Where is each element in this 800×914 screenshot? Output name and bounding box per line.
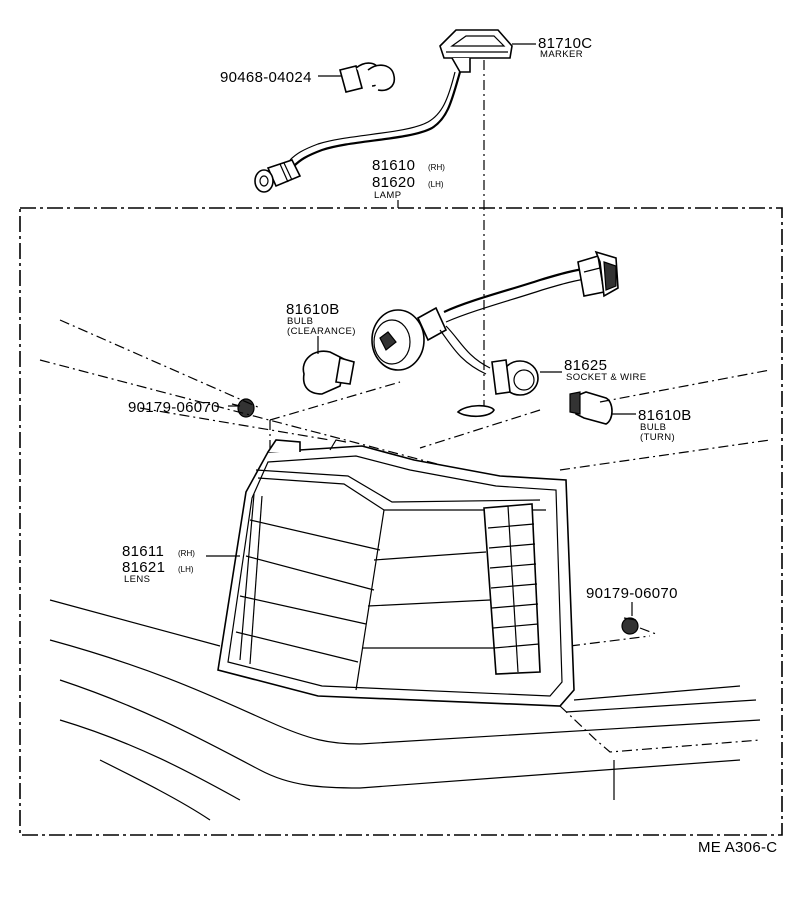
centerline-4	[269, 381, 401, 421]
screw-lower-part-number: 90179-06070	[586, 585, 678, 602]
wire-connector[interactable]	[577, 250, 619, 298]
socket-desc: SOCKET & WIRE	[566, 372, 647, 383]
socket-wire-main	[443, 266, 591, 313]
centerline-3	[139, 407, 331, 441]
marker-wire	[293, 71, 462, 167]
lens-desc: LENS	[124, 574, 150, 585]
marker-lamp[interactable]	[439, 29, 513, 73]
screw-upper-part-number: 90179-06070	[128, 399, 220, 416]
screw-upper[interactable]	[231, 398, 255, 418]
bulb-turn[interactable]	[569, 391, 613, 425]
bulb-turn-desc-1: BULB	[640, 422, 666, 433]
assembly-frame	[19, 207, 783, 836]
marker-desc: MARKER	[540, 49, 583, 60]
centerline-1	[59, 319, 261, 409]
lamp-part-number-rh: 81610	[372, 157, 415, 174]
screw-lower-centerline	[639, 627, 657, 635]
body-outline	[49, 599, 761, 821]
bulb-turn-desc-2: (TURN)	[640, 432, 675, 443]
centerline-7	[559, 439, 771, 471]
bulb-turn-part-number: 81610B	[638, 407, 692, 424]
screw-lower[interactable]	[621, 617, 639, 635]
lens-housing[interactable]	[217, 439, 575, 707]
centerline-8	[599, 369, 771, 403]
lens-side-lh: (LH)	[178, 565, 194, 574]
gasket	[456, 404, 495, 418]
marker-socket[interactable]	[254, 159, 302, 193]
bulb-clearance[interactable]	[302, 350, 355, 395]
centerline-5	[419, 409, 541, 449]
socket-and-wire[interactable]	[491, 359, 539, 396]
main-socket[interactable]	[371, 306, 448, 371]
clamp-part-number: 90468-04024	[220, 69, 312, 86]
marker-part-number: 81710C	[538, 35, 592, 52]
centerline-9	[569, 635, 651, 647]
lamp-desc: LAMP	[374, 190, 401, 201]
wire-clamp[interactable]	[339, 62, 396, 93]
bulb-clearance-part-number: 81610B	[286, 301, 340, 318]
lens-side-rh: (RH)	[178, 549, 195, 558]
lens-part-number-lh: 81621	[122, 559, 165, 576]
bulb-clearance-desc-2: (CLEARANCE)	[287, 326, 356, 337]
socket-part-number: 81625	[564, 357, 607, 374]
bulb-clearance-desc-1: BULB	[287, 316, 313, 327]
centerline-2	[39, 359, 461, 471]
lamp-side-lh: (LH)	[428, 180, 444, 189]
diagram-code: ME A306-C	[698, 839, 777, 856]
lamp-side-rh: (RH)	[428, 163, 445, 172]
lens-part-number-rh: 81611	[122, 543, 164, 560]
lamp-part-number-lh: 81620	[372, 174, 415, 191]
